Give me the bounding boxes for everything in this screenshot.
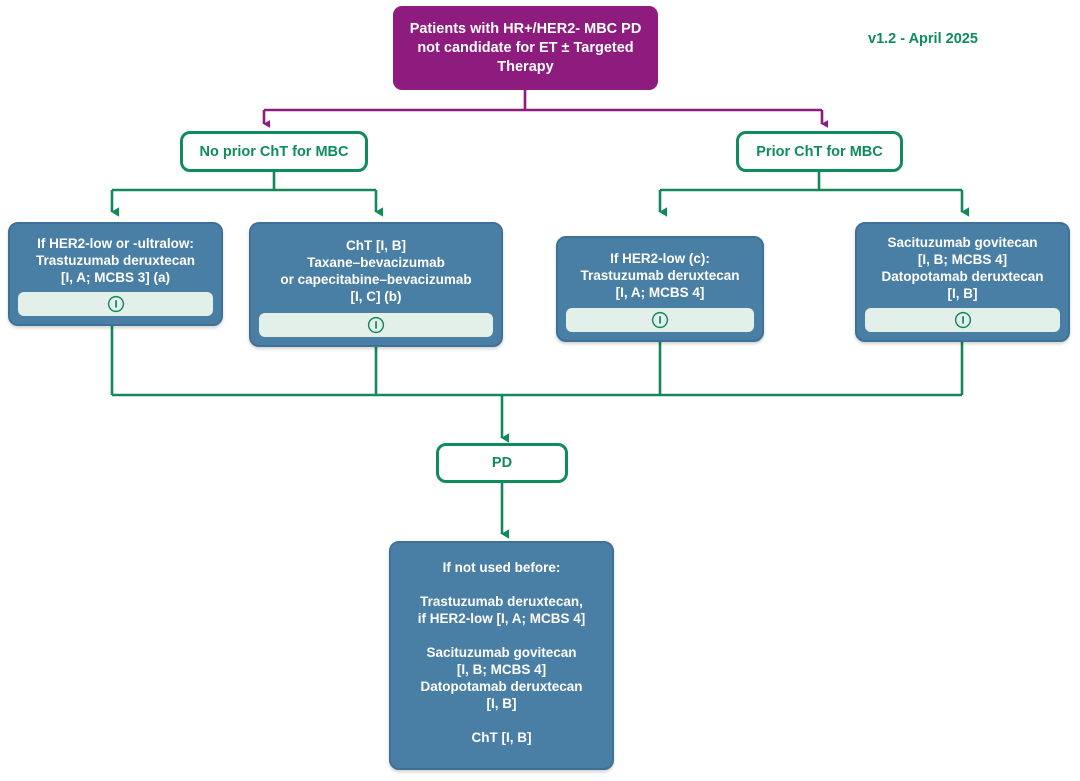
info-bar[interactable] (259, 313, 493, 337)
info-icon[interactable] (651, 311, 669, 329)
info-icon[interactable] (954, 311, 972, 329)
treatment-node-final-options[interactable]: If not used before: Trastuzumab deruxtec… (389, 541, 614, 770)
root-node-patients[interactable]: Patients with HR+/HER2- MBC PD not candi… (393, 6, 658, 90)
treatment-text: If HER2-low or -ultralow: Trastuzumab de… (35, 235, 196, 285)
info-bar[interactable] (18, 292, 213, 316)
treatment-text: If HER2-low (c): Trastuzumab deruxtecan … (580, 250, 740, 300)
decision-node-no-prior-cht[interactable]: No prior ChT for MBC (180, 131, 368, 172)
info-icon[interactable] (367, 316, 385, 334)
treatment-node-her2-low-tdxd[interactable]: If HER2-low (c): Trastuzumab deruxtecan … (556, 236, 764, 342)
treatment-node-cht-taxane-bev[interactable]: ChT [I, B] Taxane–bevacizumab or capecit… (249, 222, 503, 347)
info-icon[interactable] (107, 295, 125, 313)
version-label: v1.2 - April 2025 (868, 31, 978, 47)
info-bar[interactable] (566, 308, 754, 332)
info-bar[interactable] (865, 308, 1060, 332)
treatment-text: ChT [I, B] Taxane–bevacizumab or capecit… (280, 237, 472, 304)
treatment-node-her2-low-ultralow-tdxd[interactable]: If HER2-low or -ultralow: Trastuzumab de… (8, 222, 223, 326)
treatment-text: If not used before: Trastuzumab deruxtec… (417, 560, 586, 745)
treatment-node-sacituzumab-datopotamab[interactable]: Sacituzumab govitecan [I, B; MCBS 4] Dat… (855, 222, 1070, 342)
treatment-text: Sacituzumab govitecan [I, B; MCBS 4] Dat… (881, 235, 1044, 301)
decision-node-prior-cht[interactable]: Prior ChT for MBC (736, 131, 903, 172)
decision-node-progressive-disease[interactable]: PD (436, 443, 568, 483)
